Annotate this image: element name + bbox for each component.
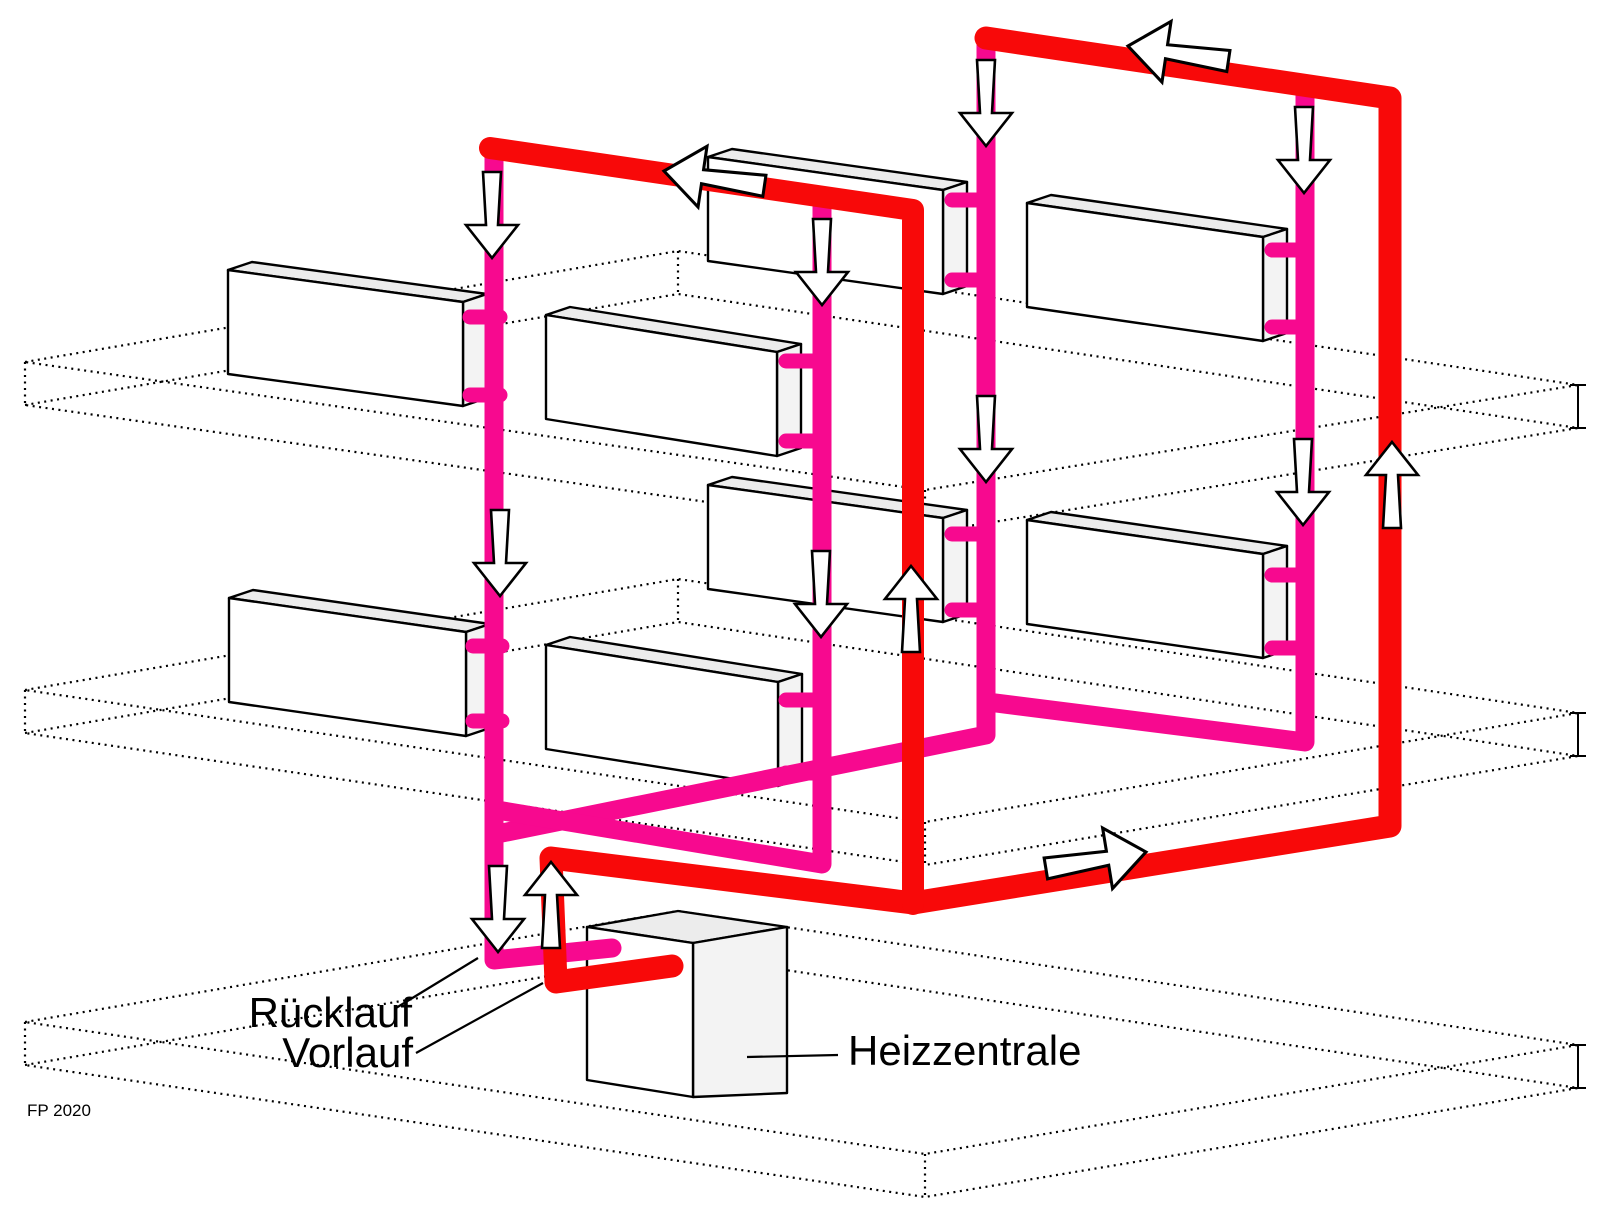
flow-arrow-icon — [1276, 105, 1332, 195]
floor-slab-bottom — [23, 909, 1586, 1199]
return-pipes — [462, 32, 1315, 970]
flow-arrow-icon — [470, 864, 526, 954]
radiator-mid-left — [227, 588, 492, 738]
slab-cut-mark — [1570, 384, 1586, 429]
vorlauf-label: Vorlauf — [282, 1029, 413, 1076]
flow-arrow-icon — [464, 170, 520, 260]
flow-arrow-icon — [958, 58, 1014, 148]
flow-arrow-icon — [958, 394, 1014, 484]
drop-pipe-left-return-to-plant — [484, 144, 622, 970]
supply-riser-center — [479, 137, 924, 915]
radiator-mid-center — [544, 635, 804, 788]
heizzentrale-label: Heizzentrale — [848, 1027, 1081, 1074]
credit-label: FP 2020 — [27, 1101, 91, 1120]
flow-arrow-icon — [472, 508, 528, 598]
drop-pipe-center-back — [487, 32, 996, 844]
radiator-upper-center — [544, 305, 803, 458]
heizzentrale-leader-line — [746, 1053, 839, 1059]
vorlauf-leader-line — [415, 982, 544, 1054]
radiator-upper-left — [226, 260, 489, 408]
slab-cut-mark — [1570, 1044, 1586, 1089]
heizzentrale-box — [585, 909, 789, 1099]
annotations: Rücklauf Vorlauf Heizzentrale FP 2020 — [27, 957, 1081, 1120]
ruecklauf-leader-line — [395, 957, 479, 1009]
slab-cut-mark — [1570, 712, 1586, 757]
flow-arrow-icon — [1275, 437, 1331, 527]
floor-slab-middle — [23, 577, 1586, 867]
drop-pipe-center — [487, 188, 832, 874]
radiator-upper-right — [1025, 193, 1289, 343]
supply-pipes — [479, 26, 1402, 994]
ruecklauf-label: Rücklauf — [249, 989, 413, 1036]
drop-pipe-right — [978, 76, 1315, 752]
